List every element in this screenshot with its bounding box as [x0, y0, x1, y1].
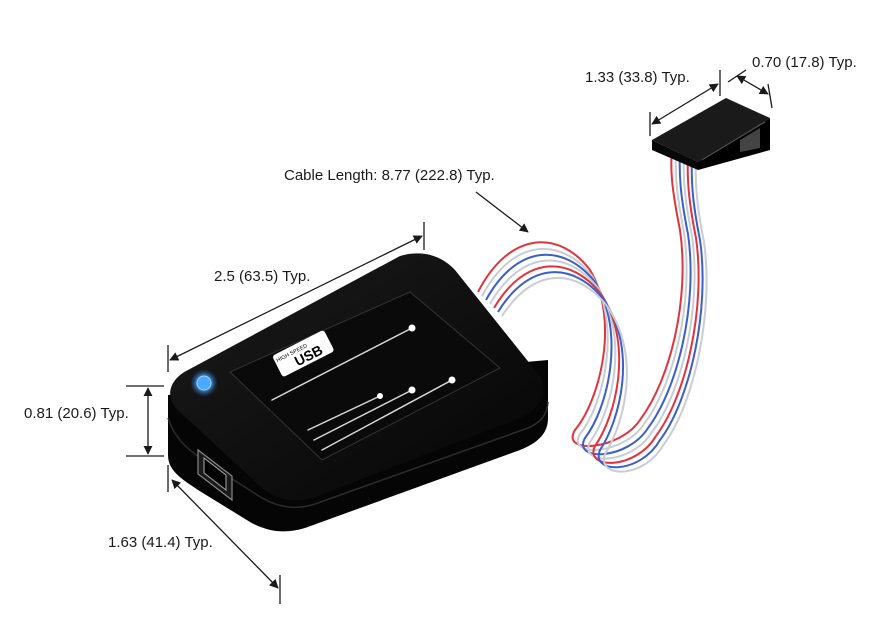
length-dimension-line	[169, 235, 423, 361]
cable-wire-gray-3	[501, 149, 708, 473]
label-graphics	[271, 324, 456, 451]
ribbon-cable	[477, 149, 708, 473]
status-led	[190, 369, 218, 397]
connector-width-dimension-line	[736, 75, 769, 95]
connector-width-label: 0.70 (17.8) Typ.	[752, 54, 857, 71]
connector-length-dimension-line	[651, 83, 719, 125]
cable-wire-blue-2	[497, 149, 704, 469]
width-label: 1.63 (41.4) Typ.	[108, 534, 213, 551]
height-label: 0.81 (20.6) Typ.	[24, 405, 129, 422]
width-dimension-line	[171, 479, 279, 589]
length-label: 2.5 (63.5) Typ.	[214, 268, 310, 285]
header-connector	[652, 98, 770, 170]
cable-wire-gray	[481, 149, 688, 451]
adapter-body: HIGH SPEED USB	[167, 253, 549, 532]
cable-wire-gray-2	[489, 149, 696, 460]
connector-length-label: 1.33 (33.8) Typ.	[585, 69, 690, 86]
cable-wire-red	[477, 149, 684, 447]
cable-wire-red-2	[493, 149, 700, 464]
dimension-lines	[126, 69, 773, 604]
cable-length-label: Cable Length: 8.77 (222.8) Typ.	[284, 167, 495, 184]
cable-wire-blue	[485, 149, 692, 456]
cable-leader-line	[475, 191, 529, 233]
